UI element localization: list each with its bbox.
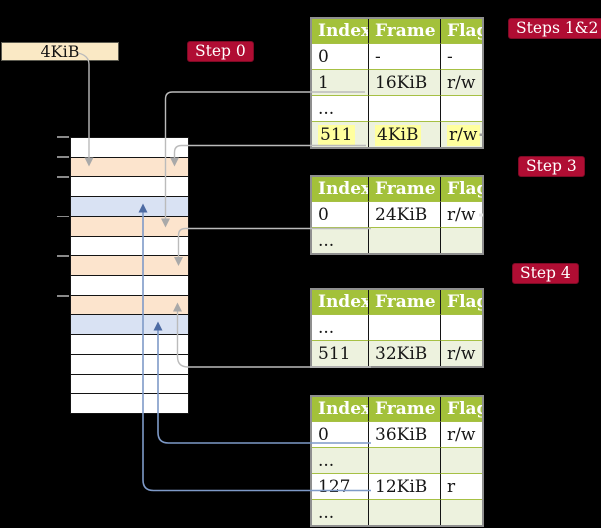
memory-row-white <box>71 335 188 355</box>
table-header-cell: Frame <box>368 397 440 421</box>
steps-1-2-badge: Steps 1&2 <box>508 18 601 39</box>
table-row: 511 4KiB r/w <box>312 121 482 147</box>
table-header-cell: Index <box>312 290 368 314</box>
table-cell: - <box>368 43 440 69</box>
table-cell: 36KiB <box>368 421 440 447</box>
table-cell <box>368 499 440 525</box>
memory-tick <box>57 136 69 138</box>
table-header-cell: Flags <box>440 177 482 201</box>
table-cell: ... <box>312 447 368 473</box>
memory-row-white <box>71 177 188 198</box>
table-header-cell: Frame <box>368 290 440 314</box>
memory-row-white <box>71 394 188 414</box>
table-cell: - <box>440 43 482 69</box>
table-cell: ... <box>312 227 368 253</box>
table-row: 0-- <box>312 43 482 69</box>
memory-row-white <box>71 236 188 257</box>
memory-tick <box>57 215 69 217</box>
table-cell: r <box>440 473 482 499</box>
table-header-cell: Frame <box>368 19 440 43</box>
table-cell: ... <box>312 499 368 525</box>
table-cell: 0 <box>312 43 368 69</box>
table-cell <box>440 314 482 340</box>
table-header-cell: Index <box>312 177 368 201</box>
table-cell: r/w <box>440 340 482 366</box>
memory-tick <box>57 176 69 178</box>
table-row: ... <box>312 227 482 253</box>
table-header-cell: Flags <box>440 290 482 314</box>
table-row: ... <box>312 95 482 121</box>
step-3-badge: Step 3 <box>518 156 585 177</box>
table-cell <box>440 447 482 473</box>
memory-row-peach <box>71 295 188 316</box>
table-cell: 24KiB <box>368 201 440 227</box>
table-cell <box>368 95 440 121</box>
table-cell <box>368 447 440 473</box>
table-cell <box>368 227 440 253</box>
table-header-cell: Index <box>312 397 368 421</box>
memory-row-white <box>71 354 188 375</box>
table-cell: r/w <box>440 121 482 147</box>
table-row: ... <box>312 314 482 340</box>
table-cell <box>440 227 482 253</box>
memory-tick <box>57 156 69 158</box>
table-cell: r/w <box>440 69 482 95</box>
memory-tick <box>57 255 69 257</box>
table-cell: 12KiB <box>368 473 440 499</box>
table-cell: 32KiB <box>368 340 440 366</box>
memory-row-blue <box>71 197 188 217</box>
table-cell: 1 <box>312 69 368 95</box>
table-cell: 0 <box>312 421 368 447</box>
table-cell: 4KiB <box>368 121 440 147</box>
table-cell: 511 <box>312 121 368 147</box>
highlighted-value: 511 <box>318 124 356 146</box>
physical-memory-column <box>70 137 189 414</box>
table-cell: 127 <box>312 473 368 499</box>
table-cell: r/w <box>440 421 482 447</box>
table-header-cell: Index <box>312 19 368 43</box>
table-cell <box>440 499 482 525</box>
table-cell: 0 <box>312 201 368 227</box>
memory-row-peach <box>71 216 188 237</box>
table-header-cell: Flags <box>440 397 482 421</box>
table-row: ... <box>312 447 482 473</box>
table-cell: r/w <box>440 201 482 227</box>
page-table-level3: IndexFrameFlags024KiBr/w... <box>310 175 484 255</box>
highlighted-value: 4KiB <box>375 124 422 146</box>
step-0-badge: Step 0 <box>187 41 254 62</box>
memory-row-white <box>71 138 188 158</box>
table-cell: ... <box>312 95 368 121</box>
memory-row-white <box>71 374 188 395</box>
table-header-cell: Flags <box>440 19 482 43</box>
memory-row-peach <box>71 157 188 178</box>
table-cell: ... <box>312 314 368 340</box>
memory-tick <box>57 295 69 297</box>
page-table-level1: IndexFrameFlags036KiBr/w...12712KiBr... <box>310 395 484 527</box>
highlighted-value: r/w <box>447 124 481 146</box>
table-row: ... <box>312 499 482 525</box>
table-cell <box>440 95 482 121</box>
table-cell <box>368 314 440 340</box>
memory-row-blue <box>71 315 188 336</box>
table-cell: 16KiB <box>368 69 440 95</box>
table-cell: 511 <box>312 340 368 366</box>
table-header-cell: Frame <box>368 177 440 201</box>
memory-row-white <box>71 276 188 296</box>
memory-row-peach <box>71 256 188 277</box>
step-4-badge: Step 4 <box>512 263 579 284</box>
cr3-4kib-box: 4KiB <box>1 42 119 61</box>
